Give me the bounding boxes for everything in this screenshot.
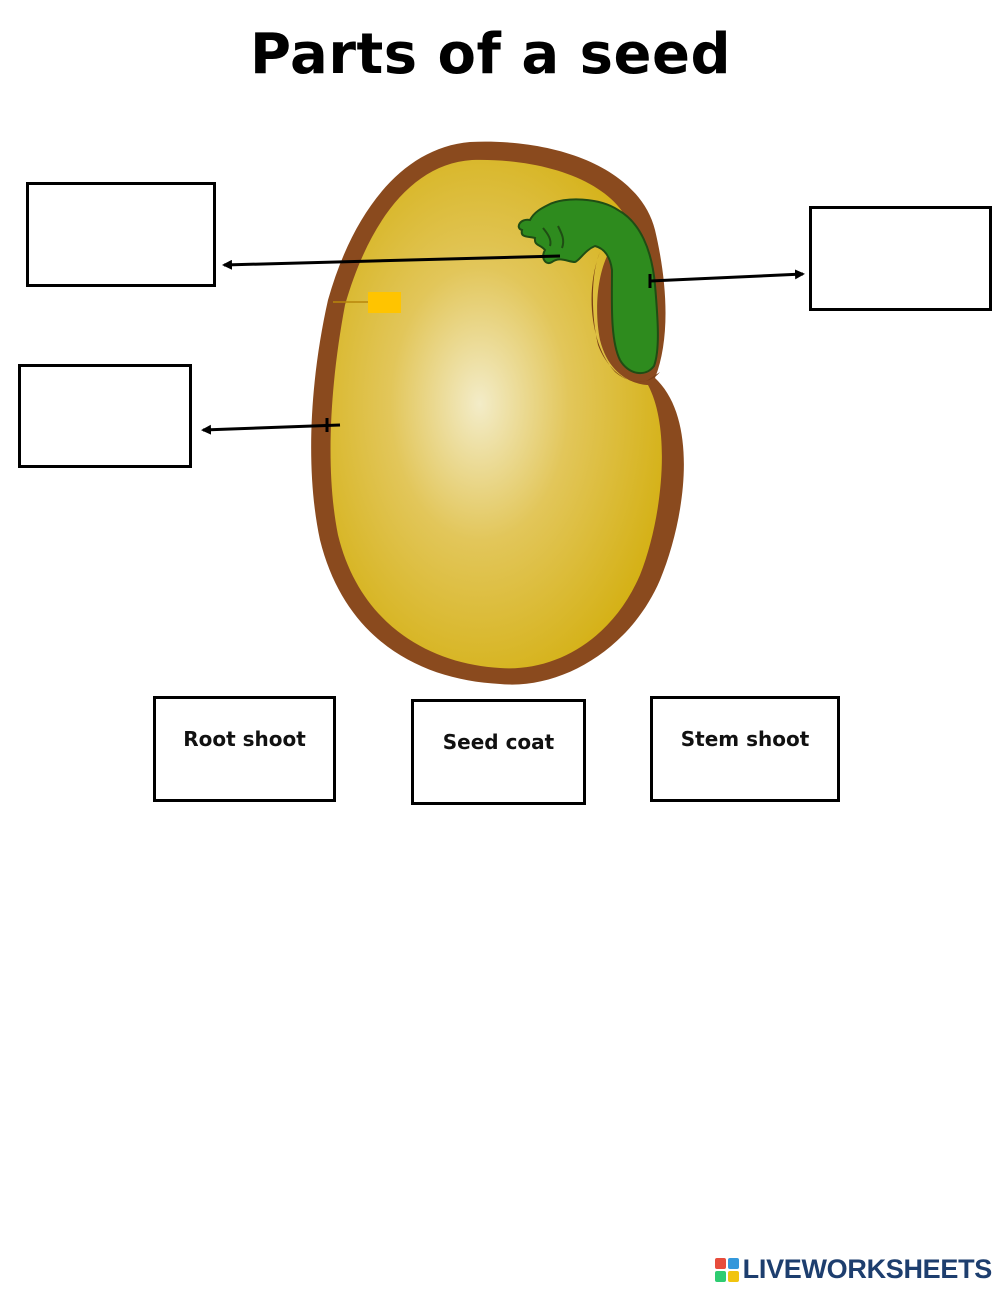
seed-inner-shape (330, 159, 662, 669)
answer-box-top-left[interactable] (26, 182, 216, 287)
worksheet-title: Parts of a seed (250, 22, 732, 87)
leaf-detail (542, 225, 565, 249)
liveworksheets-brand: LIVEWORKSHEETS (714, 1254, 993, 1285)
answer-box-bottom-left[interactable] (18, 364, 192, 468)
arrow-right (649, 269, 805, 283)
liveworksheets-logo-icon (714, 1257, 739, 1282)
brand-text: LIVEWORKSHEETS (742, 1254, 993, 1284)
arrow-top-left (222, 254, 561, 270)
answer-box-right[interactable] (809, 206, 992, 311)
word-bank-stem-shoot[interactable]: Stem shoot (650, 696, 840, 802)
arrow-bottom-left (201, 423, 341, 435)
yellow-marker (368, 292, 401, 313)
word-bank-seed-coat[interactable]: Seed coat (411, 699, 586, 805)
word-bank-root-shoot[interactable]: Root shoot (153, 696, 336, 802)
embryo-shape (517, 198, 659, 375)
